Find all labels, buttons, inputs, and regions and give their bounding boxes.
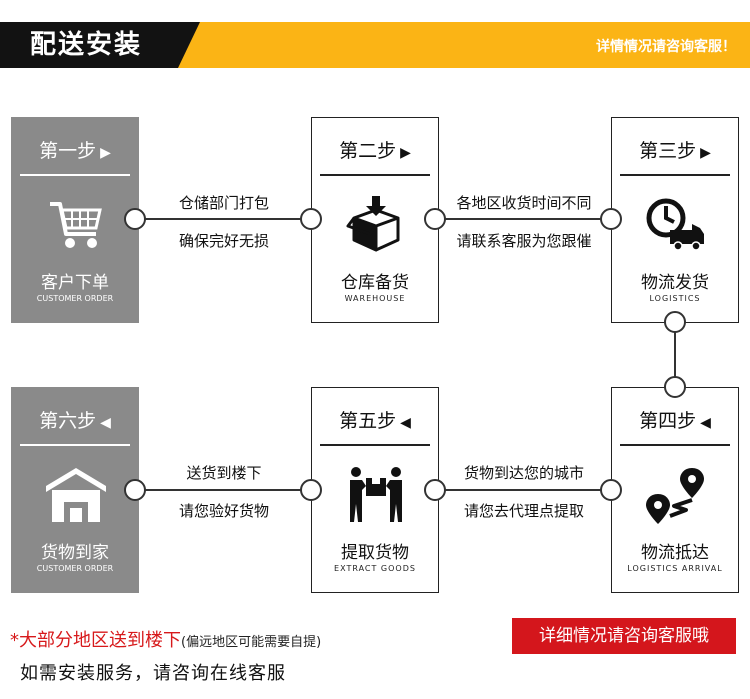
connector-node (300, 208, 322, 230)
step-2-en: WAREHOUSE (344, 294, 406, 303)
step-5-card: 第五步◀ 提取货物 EXTRACT GOODS (311, 387, 439, 593)
shopping-cart-icon (50, 202, 102, 248)
connector-node (600, 479, 622, 501)
connector-4-5-line-2: 请您去代理点提取 (463, 502, 584, 520)
connector-node (424, 208, 446, 230)
connector-5-6-line-1: 送货到楼下 (186, 464, 262, 482)
connector-line (439, 218, 611, 220)
step-4-title: 第四步◀ (639, 410, 711, 432)
step-6-card: 第六步◀ 货物到家 CUSTOMER ORDER (11, 387, 139, 593)
delivery-notice: *大部分地区送到楼下(偏远地区可能需要自提) (10, 626, 321, 652)
connector-2-3-line-2: 请联系客服为您跟催 (456, 232, 592, 250)
package-box-icon (346, 196, 400, 252)
connector-4-5-line-1: 货物到达您的城市 (463, 464, 584, 482)
step-6-name: 货物到家 (41, 543, 109, 563)
step-5-title: 第五步◀ (339, 410, 411, 432)
delivery-truck-clock-icon (646, 198, 704, 251)
step-1-en: CUSTOMER ORDER (36, 294, 114, 303)
divider (320, 444, 430, 446)
delivery-notice-small: (偏远地区可能需要自提) (181, 635, 322, 650)
warehouse-home-icon (46, 468, 106, 522)
install-notice: 如需安装服务，请咨询在线客服 (20, 663, 286, 684)
people-carrying-box-icon (350, 467, 402, 522)
page-title: 配送安装 (30, 30, 143, 60)
delivery-notice-main: *大部分地区送到楼下 (10, 630, 181, 651)
step-6-title: 第六步◀ (39, 410, 111, 432)
connector-node (300, 479, 322, 501)
step-1-title: 第一步▶ (39, 140, 111, 162)
step-3-en: LOGISTICS (649, 294, 701, 303)
connector-node (664, 376, 686, 398)
connector-node (124, 479, 146, 501)
step-3-card: 第三步▶ 物流发货 LOGISTICS (611, 117, 739, 323)
step-1-card: 第一步▶ 客户下单 CUSTOMER ORDER (11, 117, 139, 323)
header-accent (178, 22, 750, 68)
connector-2-3-line-1: 各地区收货时间不同 (456, 194, 592, 212)
connector-line (139, 218, 311, 220)
step-3-name: 物流发货 (641, 273, 709, 293)
header-note: 详情情况请咨询客服！ (596, 39, 736, 55)
step-6-en: CUSTOMER ORDER (36, 564, 114, 573)
connector-line (139, 489, 311, 491)
step-5-name: 提取货物 (341, 543, 409, 563)
divider (620, 444, 730, 446)
connector-1-2-line-1: 仓储部门打包 (178, 194, 269, 212)
step-4-name: 物流抵达 (641, 543, 709, 563)
contact-service-button[interactable]: 详细情况请咨询客服哦 (512, 618, 736, 654)
step-4-card: 第四步◀ 物流抵达 LOGISTICS ARRIVAL (611, 387, 739, 593)
divider (20, 444, 130, 446)
connector-node (600, 208, 622, 230)
step-2-title: 第二步▶ (339, 140, 411, 162)
step-5-en: EXTRACT GOODS (334, 564, 416, 573)
connector-1-2-line-2: 确保完好无损 (178, 232, 269, 250)
connector-line (439, 489, 611, 491)
connector-node (124, 208, 146, 230)
step-2-name: 仓库备货 (341, 273, 409, 293)
divider (620, 174, 730, 176)
connector-5-6-line-2: 请您验好货物 (178, 502, 269, 520)
step-2-card: 第二步▶ 仓库备货 WAREHOUSE (311, 117, 439, 323)
step-3-title: 第三步▶ (639, 140, 711, 162)
divider (20, 174, 130, 176)
connector-node (664, 311, 686, 333)
divider (320, 174, 430, 176)
connector-line (674, 323, 676, 387)
step-1-name: 客户下单 (41, 273, 109, 293)
connector-node (424, 479, 446, 501)
map-pin-route-icon (646, 468, 704, 524)
step-4-en: LOGISTICS ARRIVAL (627, 564, 723, 573)
